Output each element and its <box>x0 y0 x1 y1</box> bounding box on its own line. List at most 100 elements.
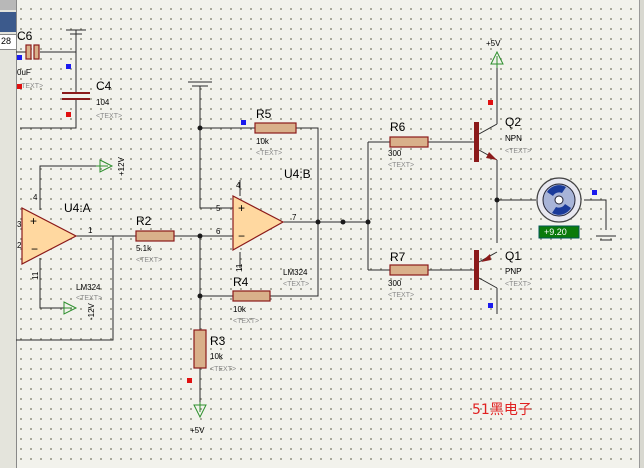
c4-value: 104 <box>96 98 110 107</box>
probe-marker-red <box>66 112 71 117</box>
u4b-pin-7: 7 <box>292 213 297 222</box>
u4b-part: LM324 <box>283 268 308 277</box>
r2-placeholder: <TEXT> <box>136 257 162 264</box>
emitter-arrow <box>486 152 497 160</box>
emitter-arrow <box>481 254 491 262</box>
panel-tab[interactable] <box>0 0 16 10</box>
u4a-placeholder: <TEXT> <box>76 295 102 302</box>
resistor-body <box>389 264 429 276</box>
junction-dot <box>315 219 321 225</box>
resistor-r3[interactable]: R3 10k <TEXT> <box>193 329 236 373</box>
r5-value: 10k <box>256 137 270 146</box>
motor-shaft <box>554 195 564 205</box>
probe-marker-red <box>488 100 493 105</box>
panel-selected-tab[interactable] <box>0 12 16 32</box>
plus-12v-label: +12V <box>117 156 126 176</box>
q1-type: PNP <box>505 267 521 276</box>
u4b-pin-6: 6 <box>216 227 221 236</box>
transistor-base-bar <box>474 122 479 162</box>
resistor-body <box>135 230 175 242</box>
c4-ref: C4 <box>96 79 112 93</box>
r4-placeholder: <TEXT> <box>233 318 259 325</box>
probe-marker-blue <box>592 190 597 195</box>
c6-placeholder: <TEXT> <box>17 83 43 90</box>
power-minus-12v: -12V <box>63 301 96 320</box>
u4b-ref: U4:B <box>284 167 311 181</box>
resistor-body <box>232 290 271 302</box>
resistor-body <box>193 329 207 369</box>
junction-dot <box>197 293 203 299</box>
probe-marker-blue <box>17 55 22 60</box>
junction-dot <box>197 233 203 239</box>
r5-ref: R5 <box>256 107 272 121</box>
probe-marker-blue <box>488 303 493 308</box>
r4-value: 10k <box>233 305 247 314</box>
junction-dot <box>197 125 203 131</box>
probe-marker-blue <box>66 64 71 69</box>
wire-network <box>16 40 607 402</box>
c6-ref: C6 <box>17 29 33 43</box>
resistor-body <box>389 136 429 148</box>
resistor-body <box>254 122 297 134</box>
junction-dot <box>340 219 346 225</box>
transistor-base-bar <box>474 250 479 290</box>
probe-marker-blue <box>241 120 246 125</box>
dc-motor[interactable]: +9.20 <box>536 177 582 239</box>
q1-placeholder: <TEXT> <box>505 281 531 288</box>
power-plus-5v-top: +5V <box>486 39 504 68</box>
u4a-pin-1: 1 <box>88 226 93 235</box>
rotor-segment <box>547 185 566 196</box>
capacitor-c4[interactable]: C4 104 <TEXT> <box>62 79 122 120</box>
ground-symbol-r5 <box>188 81 212 87</box>
r2-ref: R2 <box>136 214 152 228</box>
power-plus-5v-bottom: +5V <box>190 402 207 435</box>
r7-placeholder: <TEXT> <box>388 292 414 299</box>
opamp-plus-sign: + <box>238 201 245 215</box>
r7-value: 300 <box>388 279 402 288</box>
ground-symbol-motor <box>596 235 616 241</box>
q2-type: NPN <box>505 134 522 143</box>
r2-value: 5.1k <box>136 244 152 253</box>
junction-dot <box>494 197 500 203</box>
panel-field: 28 <box>0 34 16 50</box>
probe-marker-red <box>187 378 192 383</box>
probe-marker-red <box>17 84 22 89</box>
probe-markers <box>17 55 597 383</box>
ground-symbol-c6 <box>66 29 86 40</box>
resistor-r7[interactable]: R7 300 <TEXT> <box>388 250 429 299</box>
r6-ref: R6 <box>390 120 406 134</box>
u4b-placeholder: <TEXT> <box>283 281 309 288</box>
resistor-r5[interactable]: R5 10k <TEXT> <box>254 107 297 157</box>
r7-ref: R7 <box>390 250 406 264</box>
r6-value: 300 <box>388 149 402 158</box>
watermark-text: 51黑电子 <box>472 402 532 418</box>
opamp-minus-sign: − <box>31 242 38 256</box>
plus-5v-bottom-label: +5V <box>190 426 205 435</box>
q1-ref: Q1 <box>505 249 521 263</box>
c4-placeholder: <TEXT> <box>96 113 122 120</box>
right-frame-edge <box>639 0 644 468</box>
transistor-q1-pnp[interactable]: Q1 PNP <TEXT> <box>474 249 531 290</box>
opamp-u4b[interactable]: + − U4:B 4 5 6 11 7 LM324 <TEXT> <box>216 167 311 288</box>
capacitor-c6[interactable]: C6 0uF <TEXT> <box>17 29 43 90</box>
opamp-plus-sign: + <box>30 214 37 228</box>
transistor-q2-npn[interactable]: Q2 NPN <TEXT> <box>474 115 531 162</box>
resistor-r4[interactable]: R4 10k <TEXT> <box>232 275 271 325</box>
capacitor-plate <box>25 44 32 60</box>
resistor-r2[interactable]: R2 5.1k <TEXT> <box>135 214 175 264</box>
r3-ref: R3 <box>210 334 226 348</box>
capacitor-plate <box>33 44 40 60</box>
u4a-pin-2: 2 <box>17 241 22 250</box>
panel-partial-text: 28 <box>1 36 12 46</box>
left-panel[interactable]: 28 <box>0 0 17 468</box>
r4-ref: R4 <box>233 275 249 289</box>
c6-value: 0uF <box>17 68 31 77</box>
minus-12v-label: -12V <box>87 302 96 320</box>
opamp-body <box>21 207 78 265</box>
resistor-r6[interactable]: R6 300 <TEXT> <box>388 120 429 169</box>
u4a-part: LM324 <box>76 283 101 292</box>
u4a-pin-3: 3 <box>17 220 22 229</box>
opamp-u4a[interactable]: + − U4:A 4 3 2 11 1 LM324 <TEXT> <box>17 193 102 302</box>
